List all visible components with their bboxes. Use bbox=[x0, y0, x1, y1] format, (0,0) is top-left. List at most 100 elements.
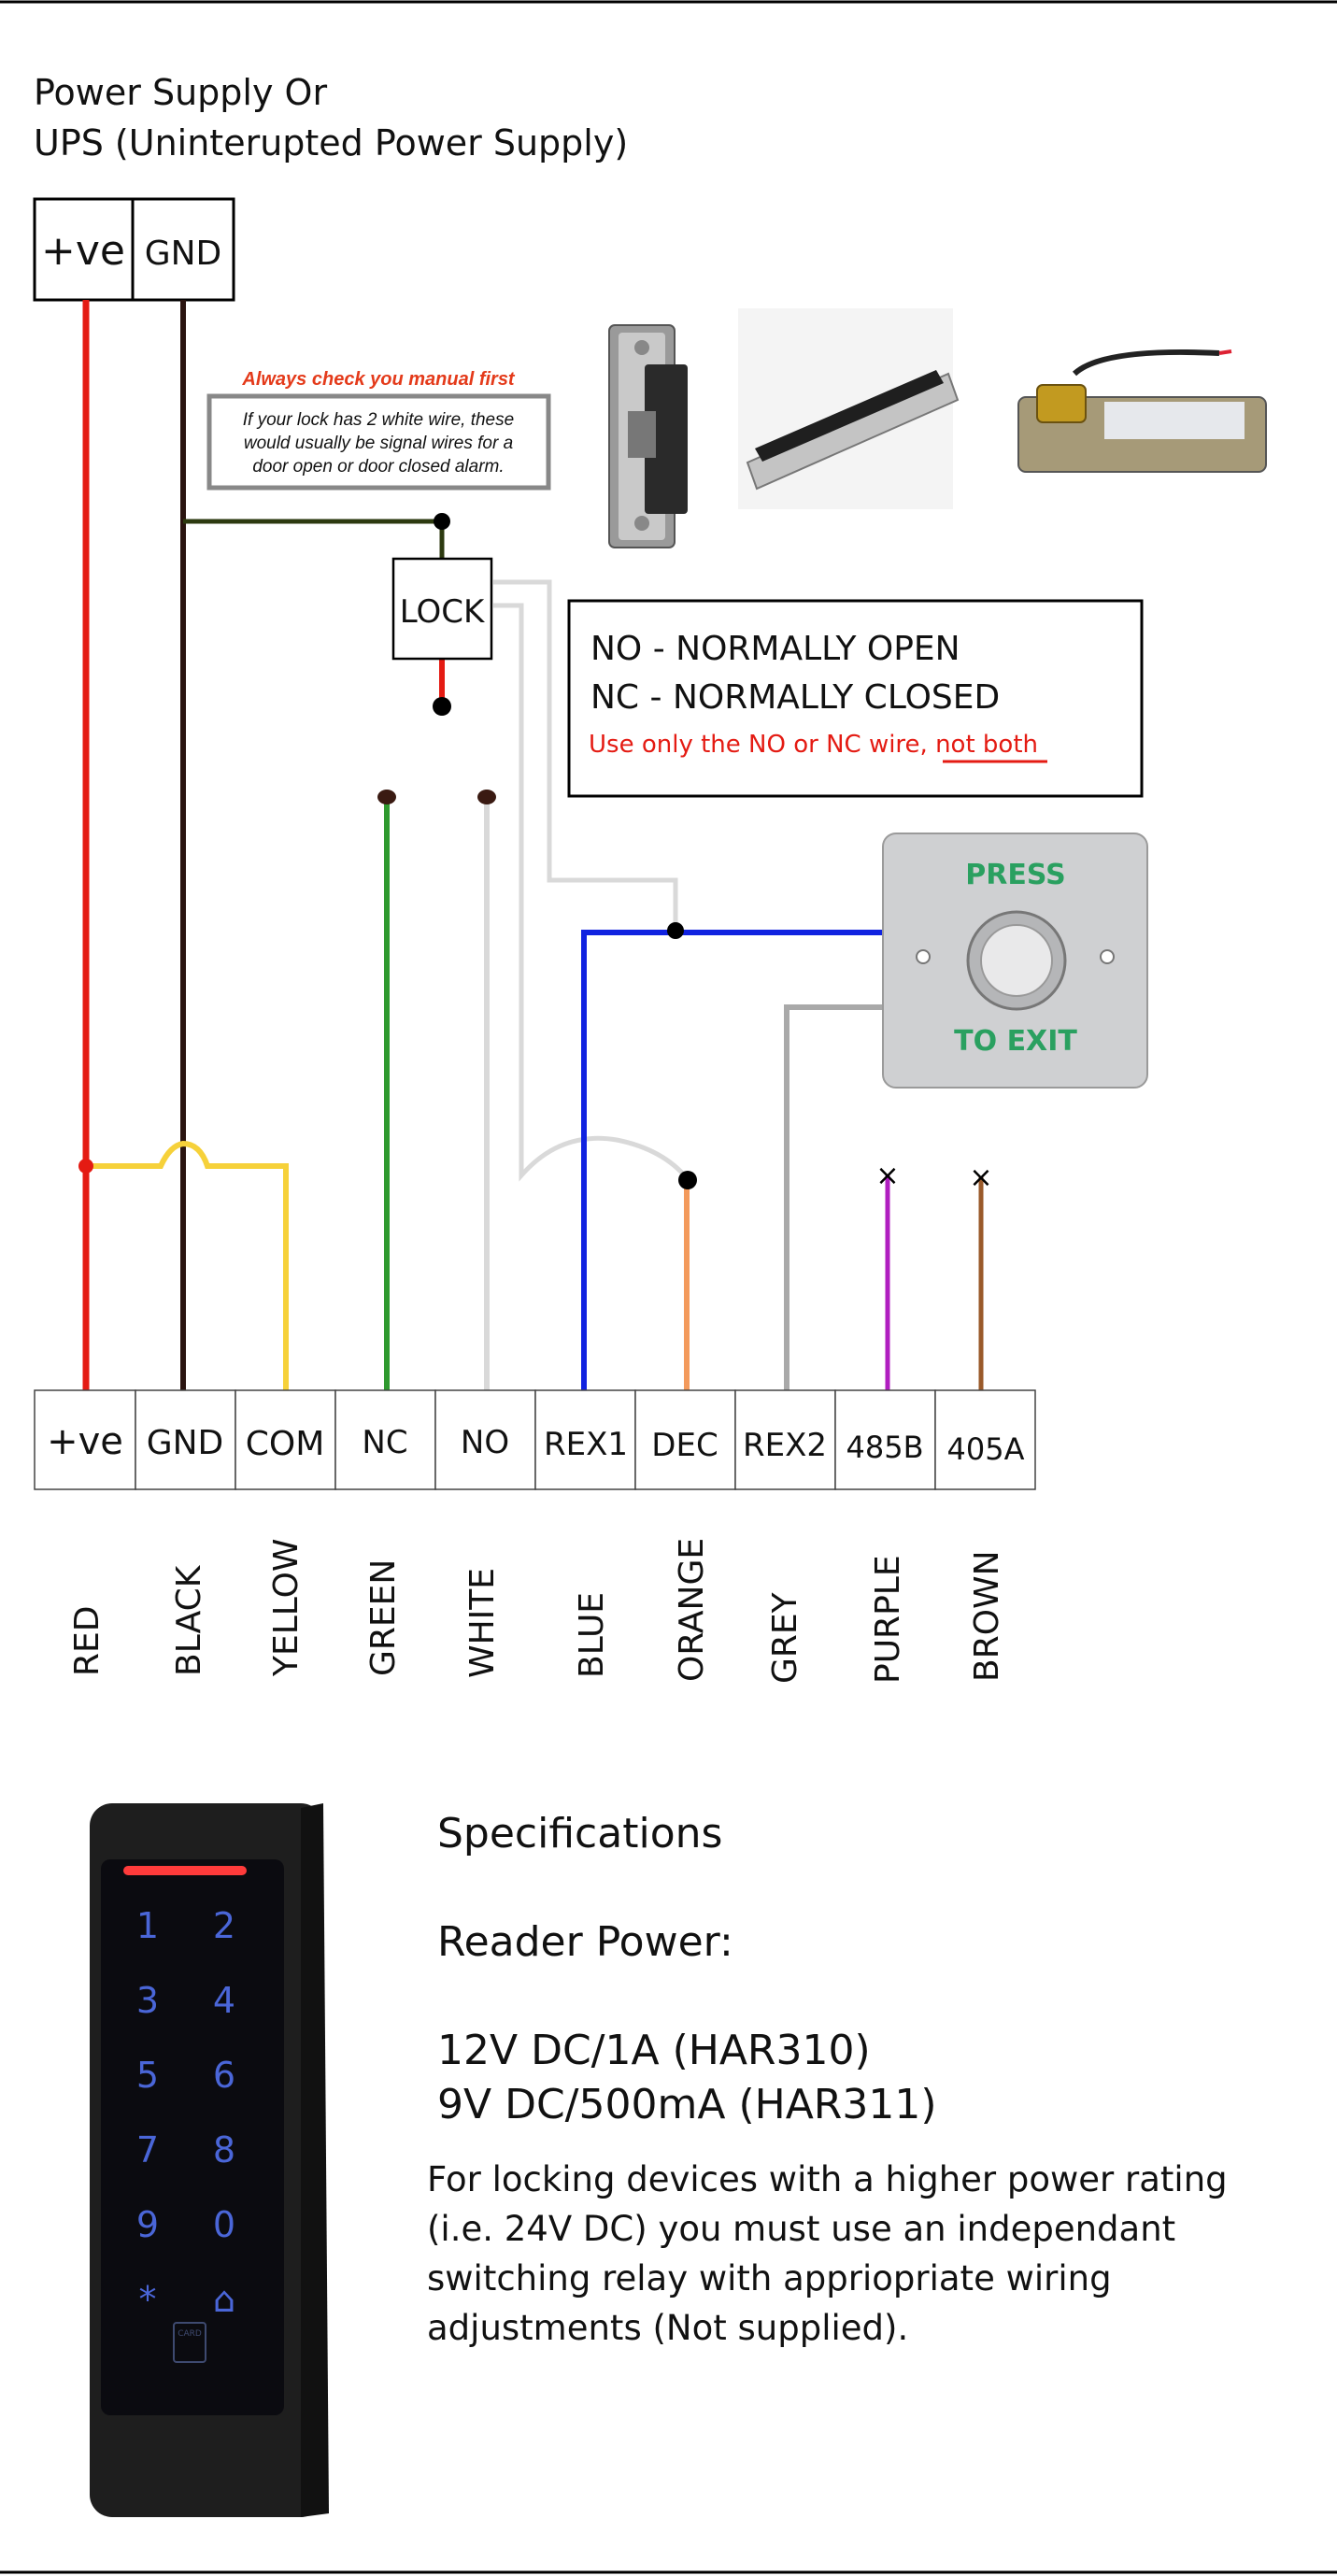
specifications: Specifications Reader Power: 12V DC/1A (… bbox=[427, 1810, 1228, 2348]
manual-note-line3: door open or door closed alarm. bbox=[252, 457, 504, 477]
no-nc-line2: NC - NORMALLY CLOSED bbox=[590, 678, 1000, 717]
exit-button-push bbox=[980, 924, 1053, 997]
manual-note-box bbox=[206, 393, 551, 491]
key-7: 7 bbox=[136, 2129, 159, 2170]
terminal-label-com: COM bbox=[246, 1425, 325, 1463]
key-star: * bbox=[139, 2279, 157, 2320]
color-label-red: RED bbox=[68, 1606, 107, 1676]
spec-note-2: (i.e. 24V DC) you must use an independan… bbox=[427, 2209, 1175, 2249]
key-8: 8 bbox=[213, 2129, 235, 2170]
no-nc-line1: NO - NORMALLY OPEN bbox=[590, 630, 960, 668]
wires bbox=[82, 300, 984, 1390]
junction-blue-grey bbox=[667, 922, 684, 939]
terminal-label-dec: DEC bbox=[651, 1427, 718, 1464]
color-label-purple: PURPLE bbox=[869, 1555, 907, 1684]
color-label-yellow: YELLOW bbox=[267, 1539, 306, 1678]
exit-button-bottom-text: TO EXIT bbox=[954, 1025, 1077, 1058]
color-label-black: BLACK bbox=[170, 1564, 208, 1676]
wire-blue bbox=[581, 930, 888, 1390]
spec-power-1: 12V DC/1A (HAR310) bbox=[437, 2027, 871, 2074]
card-icon bbox=[173, 2322, 206, 2363]
terminal-405a: 405A bbox=[934, 1389, 1036, 1490]
spec-power-2: 9V DC/500mA (HAR311) bbox=[437, 2081, 937, 2128]
terminal-label-rex2: REX2 bbox=[743, 1427, 827, 1464]
maglock-image bbox=[738, 308, 960, 509]
manual-note: Always check you manual first If your lo… bbox=[206, 369, 551, 491]
wire-color-labels: RED BLACK YELLOW GREEN WHITE BLUE ORANGE… bbox=[68, 1538, 1006, 1684]
spec-note-3: switching relay with appriopriate wiring bbox=[427, 2258, 1112, 2298]
terminal-label-gnd: GND bbox=[147, 1424, 224, 1462]
purple-cap-icon: × bbox=[875, 1160, 899, 1192]
terminal-gnd: GND bbox=[135, 1389, 236, 1490]
spec-reader-power: Reader Power: bbox=[437, 1918, 733, 1966]
key-9: 9 bbox=[136, 2204, 159, 2245]
key-0: 0 bbox=[213, 2204, 235, 2245]
junction-red-yellow bbox=[78, 1159, 93, 1174]
spec-note-4: adjustments (Not supplied). bbox=[427, 2308, 908, 2348]
power-supply-title-2: UPS (Uninterupted Power Supply) bbox=[34, 122, 628, 164]
key-1: 1 bbox=[136, 1905, 159, 1946]
wire-lock-grey-1 bbox=[493, 579, 678, 931]
terminal-label-nc: NC bbox=[362, 1424, 407, 1461]
color-label-blue: BLUE bbox=[573, 1592, 611, 1678]
terminal-rex1: REX1 bbox=[534, 1389, 636, 1490]
power-supply-terminals: +ve GND bbox=[33, 197, 235, 302]
ps-terminal-pos-label: +ve bbox=[41, 227, 125, 275]
no-nc-warning-emph: not both bbox=[935, 731, 1038, 759]
terminal-label-no: NO bbox=[461, 1424, 509, 1461]
terminal-label-485b: 485B bbox=[846, 1430, 923, 1465]
ps-terminal-gnd-label: GND bbox=[145, 235, 222, 273]
spec-heading: Specifications bbox=[437, 1810, 722, 1857]
no-nc-box: NO - NORMALLY OPEN NC - NORMALLY CLOSED … bbox=[567, 599, 1144, 798]
card-icon-label: CARD bbox=[178, 2329, 202, 2339]
no-nc-warning-prefix: Use only the NO or NC wire, bbox=[589, 731, 935, 759]
no-nc-rect bbox=[567, 599, 1144, 798]
terminal-no: NO bbox=[434, 1389, 536, 1490]
manual-note-heading: Always check you manual first bbox=[241, 369, 516, 390]
junction-lock-out bbox=[433, 697, 451, 716]
ps-terminal-gnd-box bbox=[131, 197, 235, 302]
terminal-com: COM bbox=[235, 1389, 336, 1490]
screw-right-icon bbox=[1100, 949, 1115, 964]
key-5: 5 bbox=[136, 2055, 159, 2096]
wire-green-end bbox=[377, 790, 396, 804]
exit-button-image: PRESS TO EXIT bbox=[882, 833, 1148, 1089]
terminal-pos: +ve bbox=[34, 1389, 136, 1490]
manual-note-line1: If your lock has 2 white wire, these bbox=[243, 410, 514, 430]
key-3: 3 bbox=[136, 1980, 159, 2021]
terminal-label-405a: 405A bbox=[947, 1431, 1025, 1467]
exit-button-top-text: PRESS bbox=[965, 859, 1065, 891]
color-label-grey: GREY bbox=[766, 1591, 804, 1684]
wire-gnd-to-lock bbox=[183, 519, 445, 559]
color-label-white: WHITE bbox=[463, 1568, 502, 1678]
lock-rect bbox=[391, 557, 493, 661]
bolt-lock-image bbox=[1017, 349, 1267, 473]
key-4: 4 bbox=[213, 1980, 235, 2021]
key-6: 6 bbox=[213, 2055, 235, 2096]
keypad-reader-image: 1 2 3 4 5 6 7 8 9 0 * ⌂ CARD bbox=[90, 1803, 329, 2517]
junction-orange bbox=[678, 1171, 697, 1189]
brown-cap-icon: × bbox=[969, 1161, 992, 1194]
terminal-block: +ve GND COM NC NO REX1 DEC REX2 485B 405… bbox=[34, 1389, 1036, 1490]
screw-left-icon bbox=[916, 949, 931, 964]
keypad-led bbox=[123, 1866, 247, 1875]
terminal-label-pos: +ve bbox=[47, 1420, 123, 1463]
keypad-panel bbox=[101, 1859, 284, 2415]
terminal-label-rex1: REX1 bbox=[544, 1426, 628, 1463]
strike-lock-image bbox=[608, 324, 688, 548]
color-label-green: GREEN bbox=[364, 1559, 403, 1676]
color-label-orange: ORANGE bbox=[673, 1538, 711, 1682]
no-nc-warning: Use only the NO or NC wire, not both bbox=[589, 731, 1038, 759]
wire-grey bbox=[784, 1004, 888, 1390]
terminal-485b: 485B bbox=[834, 1389, 936, 1490]
key-bell: ⌂ bbox=[213, 2279, 235, 2320]
wire-white-end bbox=[477, 790, 496, 804]
junction-dots: × × bbox=[78, 513, 993, 1194]
spec-note-1: For locking devices with a higher power … bbox=[427, 2159, 1228, 2199]
terminal-nc: NC bbox=[334, 1389, 436, 1490]
junction-lock-gnd bbox=[434, 513, 450, 530]
color-label-brown: BROWN bbox=[968, 1550, 1006, 1682]
manual-note-line2: would usually be signal wires for a bbox=[244, 434, 513, 453]
terminal-rex2: REX2 bbox=[734, 1389, 836, 1490]
wire-yellow bbox=[86, 1140, 289, 1390]
